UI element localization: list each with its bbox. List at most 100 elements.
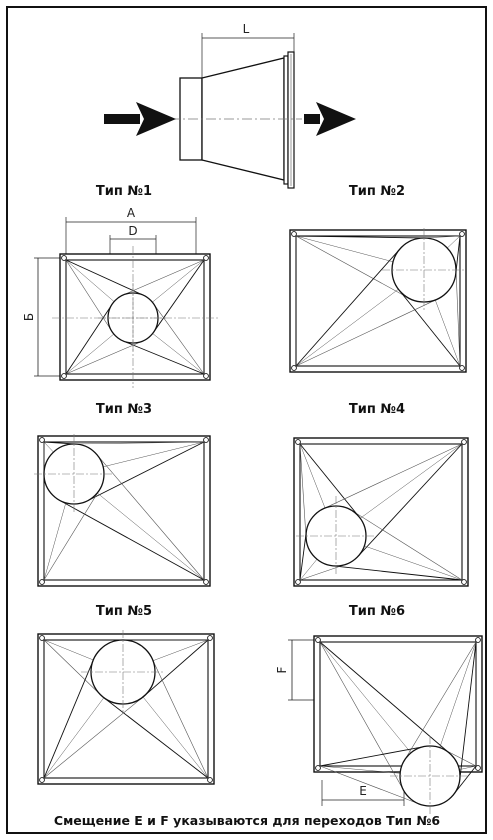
fold-line	[439, 641, 477, 748]
bolt-hole-icon	[39, 437, 45, 443]
fold-line	[299, 443, 360, 518]
fold-line	[123, 340, 205, 375]
fold-line	[319, 765, 401, 774]
fold-line	[43, 489, 100, 581]
fold-line	[153, 303, 205, 375]
fold-line	[459, 641, 477, 780]
fold-line	[151, 658, 209, 779]
type-2-label: Тип №2	[349, 184, 405, 199]
fold-line	[43, 659, 94, 779]
bolt-hole-icon	[295, 439, 301, 445]
inflow-arrow-icon	[104, 102, 176, 136]
bolt-hole-icon	[39, 579, 45, 585]
type-5-plan-view	[37, 630, 215, 785]
type-3-plan-view	[34, 434, 211, 587]
bolt-hole-icon	[203, 579, 209, 585]
bolt-hole-icon	[291, 365, 297, 371]
bolt-hole-icon	[475, 765, 481, 771]
fold-line	[65, 259, 144, 296]
dimension-F-label: F	[275, 666, 289, 673]
fold-line	[43, 696, 144, 779]
fold-line	[97, 492, 205, 581]
type-6-label: Тип №6	[349, 604, 405, 619]
type-1-label: Тип №1	[96, 184, 152, 199]
fold-line	[103, 696, 209, 779]
bolt-hole-icon	[39, 635, 45, 641]
fold-line	[43, 639, 101, 696]
flange-inner	[319, 641, 477, 767]
fold-line	[43, 639, 94, 661]
fold-line	[73, 441, 205, 445]
bolt-hole-icon	[315, 765, 321, 771]
offset-caption: Смещение E и F указываются для переходов…	[54, 813, 441, 828]
fold-line	[152, 259, 205, 303]
fold-line	[65, 259, 113, 332]
flange-outer	[313, 635, 483, 773]
type-4-label: Тип №4	[349, 402, 405, 417]
fold-line	[360, 443, 463, 519]
bolt-hole-icon	[207, 635, 213, 641]
fold-line	[319, 641, 412, 753]
fold-line	[319, 641, 405, 791]
fold-line	[455, 268, 461, 367]
fold-line	[459, 765, 477, 770]
bolt-hole-icon	[461, 579, 467, 585]
dimension-B-label: Б	[22, 313, 36, 321]
fold-line	[364, 545, 463, 581]
flange-inner	[299, 443, 463, 581]
fold-line	[295, 298, 438, 367]
fold-line	[96, 454, 205, 581]
bolt-hole-icon	[459, 231, 465, 237]
fold-line	[319, 641, 450, 754]
bolt-hole-icon	[207, 777, 213, 783]
side-view	[104, 33, 356, 189]
fold-line	[299, 443, 307, 538]
fold-line	[65, 303, 113, 375]
type-4-plan-view	[293, 437, 469, 587]
fold-line	[299, 559, 318, 581]
bolt-hole-icon	[291, 231, 297, 237]
fold-line	[295, 235, 394, 263]
fold-line	[143, 639, 209, 697]
fold-line	[65, 340, 143, 375]
fold-line	[319, 746, 425, 767]
bolt-hole-icon	[295, 579, 301, 585]
fold-line	[43, 441, 54, 453]
type-3-label: Тип №3	[96, 402, 152, 417]
fold-line	[323, 443, 463, 510]
fold-line	[153, 259, 205, 333]
fold-line	[398, 289, 461, 367]
bolt-hole-icon	[203, 255, 209, 261]
dimension-A-label: A	[127, 206, 136, 220]
fold-line	[319, 765, 420, 805]
fold-line	[299, 564, 346, 581]
bolt-hole-icon	[61, 255, 67, 261]
type-1-plan-view	[52, 246, 218, 388]
bolt-hole-icon	[39, 777, 45, 783]
fold-line	[142, 696, 209, 779]
fold-line	[447, 235, 461, 249]
type-5-label: Тип №5	[96, 604, 152, 619]
bolt-hole-icon	[61, 373, 67, 379]
dimension-L-label: L	[243, 22, 250, 36]
fold-line	[351, 510, 463, 581]
fold-line	[295, 289, 399, 367]
dimension-E-label: E	[359, 784, 367, 798]
fold-line	[295, 248, 401, 367]
type-2-plan-view	[289, 228, 467, 373]
flange-inner	[295, 235, 461, 367]
fold-line	[87, 441, 205, 502]
flange-inner	[65, 259, 205, 375]
bolt-hole-icon	[315, 637, 321, 643]
outflow-arrow-icon	[304, 102, 356, 136]
fold-line	[103, 441, 205, 468]
type-6-plan-view	[313, 635, 483, 816]
fold-line	[332, 565, 463, 581]
bolt-hole-icon	[459, 365, 465, 371]
fold-line	[299, 532, 307, 581]
fold-line	[152, 333, 205, 375]
fold-line	[404, 641, 477, 761]
bolt-hole-icon	[203, 373, 209, 379]
fold-line	[295, 235, 425, 239]
